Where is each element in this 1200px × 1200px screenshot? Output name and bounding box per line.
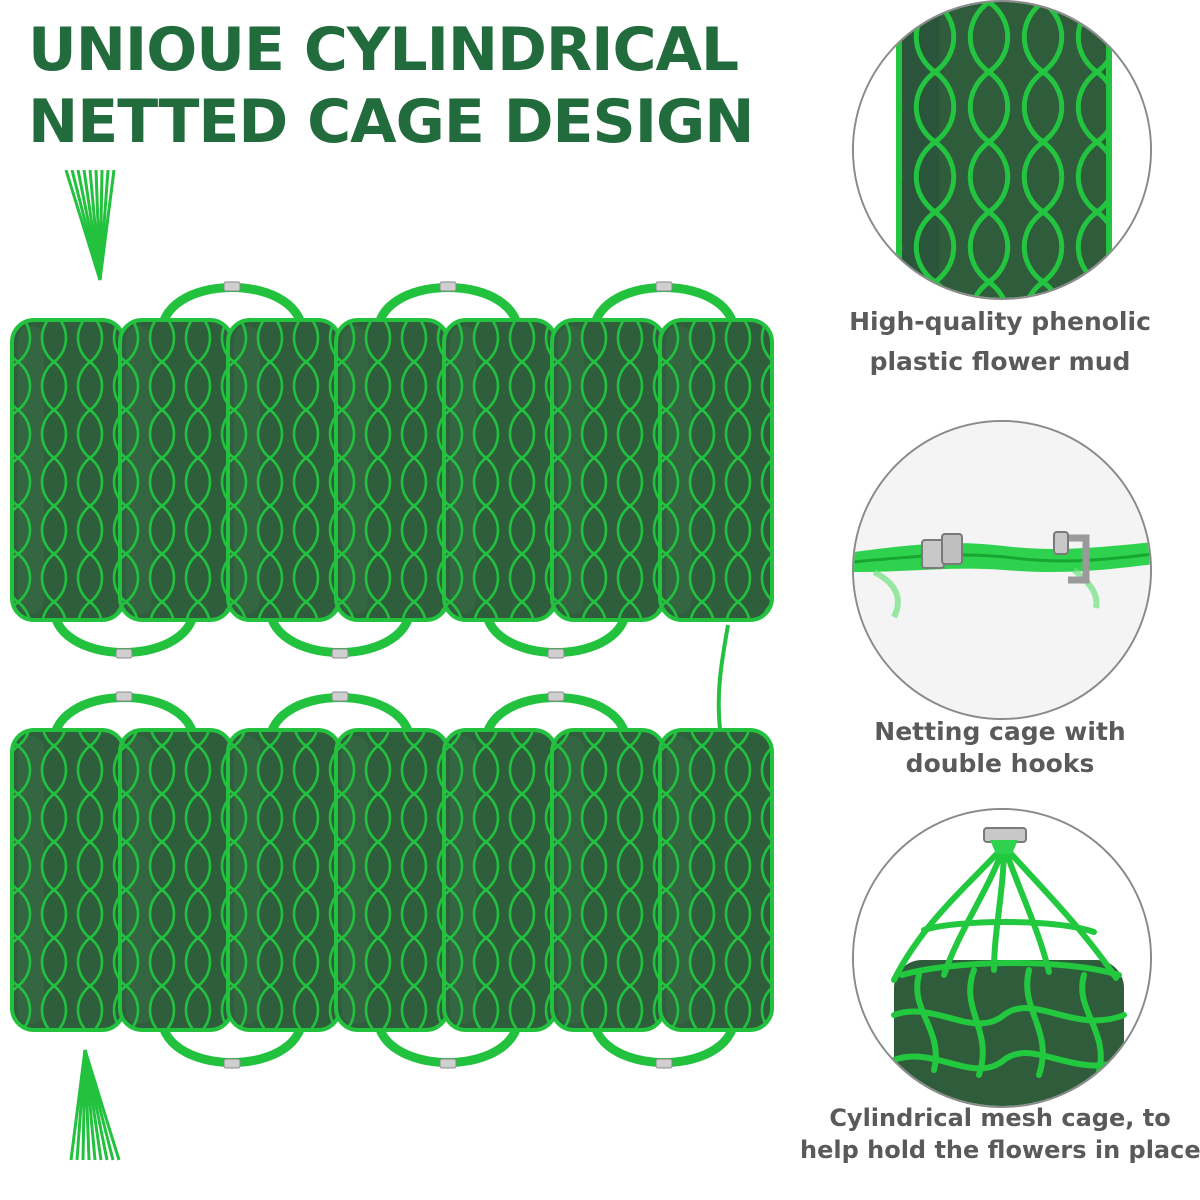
- feature-caption-hooks-line-1: Netting cage with: [874, 717, 1126, 746]
- metal-hook: [655, 1058, 673, 1069]
- foam-closeup-icon: [854, 2, 1150, 298]
- feature-circle-foam: [852, 0, 1152, 300]
- net-mesh: [228, 320, 340, 620]
- feature-circle-mesh: [852, 808, 1152, 1108]
- foam-cylinder: [442, 318, 558, 622]
- net-mesh: [336, 730, 448, 1030]
- metal-hook: [331, 691, 349, 702]
- headline: UNIOUE CYLINDRICAL NETTED CAGE DESIGN: [28, 14, 788, 158]
- foam-cylinder: [550, 728, 666, 1032]
- net-mesh: [12, 320, 124, 620]
- mesh-cage-icon: [854, 810, 1150, 1106]
- net-tassel-bottom: [69, 1049, 121, 1161]
- double-hook-icon: [854, 422, 1150, 718]
- net-mesh: [12, 730, 124, 1030]
- net-mesh: [552, 730, 664, 1030]
- net-mesh: [444, 730, 556, 1030]
- foam-cylinder: [442, 728, 558, 1032]
- feature-caption-hooks: Netting cage with double hooks: [800, 716, 1200, 780]
- feature-caption-foam: High-quality phenolic plastic flower mud: [800, 302, 1200, 382]
- net-mesh: [336, 320, 448, 620]
- product-illustration: [0, 170, 800, 1200]
- feature-circle-hooks: [852, 420, 1152, 720]
- metal-hook: [331, 648, 349, 659]
- foam-cylinder: [334, 318, 450, 622]
- metal-hook: [115, 648, 133, 659]
- feature-caption-hooks-line-2: double hooks: [905, 749, 1095, 778]
- net-mesh: [228, 730, 340, 1030]
- foam-cylinder: [10, 318, 126, 622]
- net-mesh: [444, 320, 556, 620]
- feature-caption-mesh-line-2: help hold the flowers in place: [800, 1136, 1200, 1164]
- foam-cylinder: [226, 728, 342, 1032]
- net-mesh: [552, 320, 664, 620]
- net-mesh: [120, 730, 232, 1030]
- metal-hook: [655, 281, 673, 292]
- metal-hook: [223, 281, 241, 292]
- foam-cylinder: [658, 728, 774, 1032]
- headline-line-2: NETTED CAGE DESIGN: [28, 87, 755, 157]
- foam-cylinder: [658, 318, 774, 622]
- foam-cylinder: [10, 728, 126, 1032]
- foam-cage-rows-image: [10, 170, 774, 1161]
- foam-cylinder: [226, 318, 342, 622]
- metal-hook: [547, 648, 565, 659]
- metal-hook: [223, 1058, 241, 1069]
- foam-cylinder: [118, 728, 234, 1032]
- metal-hook: [439, 1058, 457, 1069]
- foam-cage-row: [10, 691, 774, 1069]
- net-mesh: [660, 320, 772, 620]
- foam-cylinder: [550, 318, 666, 622]
- feature-caption-foam-line-1: High-quality phenolic: [849, 307, 1151, 336]
- metal-hook: [115, 691, 133, 702]
- foam-cage-row: [10, 281, 774, 659]
- metal-hook: [547, 691, 565, 702]
- net-connector: [716, 624, 730, 731]
- feature-caption-foam-line-2: plastic flower mud: [869, 347, 1131, 376]
- net-tassel-top: [64, 170, 116, 281]
- foam-cylinder: [334, 728, 450, 1032]
- net-outline: [658, 318, 774, 622]
- net-outline: [658, 728, 774, 1032]
- feature-caption-mesh: Cylindrical mesh cage, to help hold the …: [800, 1102, 1200, 1166]
- net-mesh: [120, 320, 232, 620]
- foam-cylinder: [118, 318, 234, 622]
- feature-caption-mesh-line-1: Cylindrical mesh cage, to: [829, 1104, 1171, 1132]
- metal-hook: [439, 281, 457, 292]
- headline-line-1: UNIOUE CYLINDRICAL: [28, 15, 739, 85]
- net-mesh: [660, 730, 772, 1030]
